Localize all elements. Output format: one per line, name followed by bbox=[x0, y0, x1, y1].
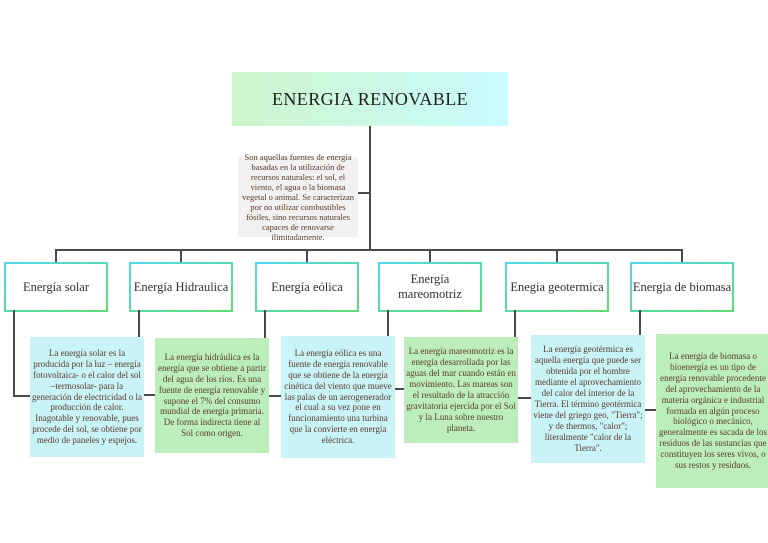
connector-stub-eolica bbox=[306, 250, 308, 263]
branch-header-energia-geotermica: Enegia geotermica bbox=[505, 262, 609, 312]
branch-description-text: La energía geotérmica es aquella energía… bbox=[533, 344, 643, 453]
branch-description-energia-biomasa: La energía de biomasa o bioenergía es un… bbox=[656, 334, 768, 488]
branch-label: Energía mareomotriz bbox=[398, 272, 462, 301]
connector-stub-geotermica bbox=[556, 250, 558, 263]
branch-label: Energia de biomasa bbox=[632, 279, 732, 294]
branch-description-energia-solar: La energía solar es la producida por la … bbox=[30, 337, 144, 457]
root-note-box: Son aquellas fuentes de energía basadas … bbox=[238, 152, 358, 242]
connector-elbow-horizontal-solar bbox=[13, 395, 30, 397]
branch-label: Energía solar bbox=[22, 279, 90, 294]
connector-stub-mareomotriz bbox=[429, 250, 431, 263]
branch-description-energia-eolica: La energía eólica es una fuente de energ… bbox=[281, 336, 395, 458]
connector-trunk-vertical bbox=[369, 126, 371, 250]
branch-label: Energía Hidraulica bbox=[133, 279, 229, 294]
diagram-title: ENERGIA RENOVABLE bbox=[272, 88, 468, 109]
branch-label: Enegia geotermica bbox=[510, 279, 604, 294]
branch-header-energia-hidraulica: Energía Hidraulica bbox=[129, 262, 233, 312]
branch-description-energia-hidraulica: La energía hidráulica es la energía que … bbox=[155, 338, 269, 453]
root-note-text: Son aquellas fuentes de energía basadas … bbox=[241, 152, 355, 242]
branch-description-text: La energía mareomotriz es la energía des… bbox=[406, 346, 516, 433]
connector-elbow-horizontal-biomasa bbox=[639, 409, 656, 411]
connector-note-horizontal bbox=[358, 192, 369, 194]
branch-description-text: La energía eólica es una fuente de energ… bbox=[284, 347, 392, 446]
branch-description-text: La energía solar es la producida por la … bbox=[32, 347, 142, 446]
connector-elbow-horizontal-hidraulica bbox=[138, 394, 155, 396]
connector-elbow-horizontal-eolica bbox=[264, 395, 281, 397]
branch-header-energia-eolica: Energía eólica bbox=[255, 262, 359, 312]
connector-elbow-vertical-solar bbox=[13, 310, 15, 397]
branch-description-energia-mareomotriz: La energía mareomotriz es la energía des… bbox=[404, 337, 518, 443]
branch-header-energia-mareomotriz: Energía mareomotriz bbox=[378, 262, 482, 312]
branch-header-energia-solar: Energía solar bbox=[4, 262, 108, 312]
connector-stub-biomasa bbox=[681, 250, 683, 263]
branch-header-energia-biomasa: Energia de biomasa bbox=[630, 262, 734, 312]
branch-description-text: La energía de biomasa o bioenergía es un… bbox=[659, 351, 767, 471]
branch-description-energia-geotermica: La energía geotérmica es aquella energía… bbox=[531, 335, 645, 463]
diagram-title-box: ENERGIA RENOVABLE bbox=[232, 72, 508, 126]
connector-elbow-horizontal-geotermica bbox=[514, 397, 531, 399]
connector-stub-hidraulica bbox=[180, 250, 182, 263]
connector-branches-rail bbox=[55, 249, 683, 251]
branch-description-text: La energía hidráulica es la energía que … bbox=[157, 351, 267, 439]
connector-elbow-horizontal-mareomotriz bbox=[387, 388, 404, 390]
branch-label: Energía eólica bbox=[271, 279, 343, 294]
connector-stub-solar bbox=[55, 250, 57, 263]
